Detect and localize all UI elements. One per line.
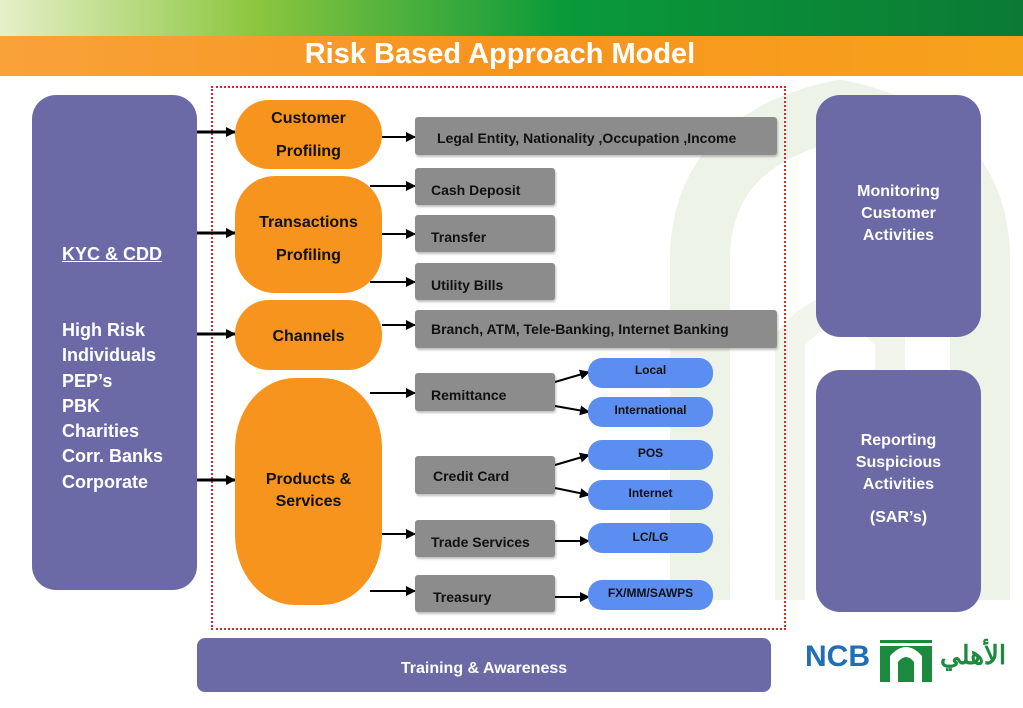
products-services-node: Products & Services: [235, 378, 382, 605]
panel-line: Reporting: [860, 432, 937, 449]
arrow: [554, 487, 590, 499]
model-frame: [211, 86, 786, 630]
international-pill: International: [588, 397, 713, 427]
legal-entity-box: Legal Entity, Nationality ,Occupation ,I…: [415, 117, 777, 155]
list-item: Charities: [62, 421, 140, 442]
ncb-logo-text: NCB: [805, 640, 870, 673]
page-title: Risk Based Approach Model: [304, 38, 696, 70]
credit-card-box: Credit Card: [415, 456, 555, 494]
list-item: Individuals: [62, 345, 157, 366]
node-label: Profiling: [276, 247, 341, 264]
ncb-logo-arabic: الأهلي: [940, 640, 1007, 670]
node-label: Channels: [272, 328, 345, 345]
arrow: [554, 405, 590, 416]
kyc-cdd-heading: KYC & CDD: [62, 244, 163, 264]
treasury-box: Treasury: [415, 575, 555, 612]
kyc-cdd-panel: [32, 95, 197, 590]
reporting-panel: Reporting Suspicious Activities (SAR’s): [816, 370, 981, 612]
reporting-text: Reporting Suspicious Activities (SAR’s): [816, 430, 981, 529]
monitoring-panel: Monitoring Customer Activities: [816, 95, 981, 337]
cash-deposit-box: Cash Deposit: [415, 168, 555, 205]
lc-lg-pill: LC/LG: [588, 523, 713, 553]
box-label: Remittance: [431, 387, 507, 403]
box-label: Transfer: [431, 229, 487, 245]
ncb-emblem-icon: [880, 634, 932, 682]
fx-mm-sawps-pill: FX/MM/SAWPS: [588, 580, 713, 610]
utility-bills-box: Utility Bills: [415, 263, 555, 300]
transactions-profiling-node: Transactions Profiling: [235, 176, 382, 293]
panel-line: Activities: [862, 227, 935, 244]
box-label: Cash Deposit: [431, 182, 521, 198]
node-label: Profiling: [276, 143, 341, 160]
list-item: PBK: [62, 395, 101, 416]
panel-line: Activities: [862, 476, 935, 493]
box-label: Utility Bills: [431, 277, 504, 293]
monitoring-text: Monitoring Customer Activities: [816, 181, 981, 247]
high-risk-list: High Risk Individuals PEP’s PBK Charitie…: [62, 318, 163, 495]
arrow: [554, 452, 590, 466]
local-pill: Local: [588, 358, 713, 388]
trade-services-box: Trade Services: [415, 520, 555, 557]
panel-line: Suspicious: [855, 454, 942, 471]
internet-pill: Internet: [588, 480, 713, 510]
node-label: Services: [275, 493, 342, 510]
sars-label: (SAR’s): [869, 509, 928, 526]
branch-atm-box: Branch, ATM, Tele-Banking, Internet Bank…: [415, 310, 777, 348]
node-label: Customer: [271, 110, 346, 127]
top-gradient-bar: [0, 0, 1023, 36]
box-label: Branch, ATM, Tele-Banking, Internet Bank…: [431, 321, 729, 337]
remittance-box: Remittance: [415, 373, 555, 411]
box-label: Credit Card: [433, 468, 510, 484]
arrow: [554, 369, 590, 383]
box-label: Legal Entity, Nationality ,Occupation ,I…: [437, 130, 737, 146]
panel-line: Monitoring: [857, 183, 940, 200]
box-label: Treasury: [433, 589, 492, 605]
pos-pill: POS: [588, 440, 713, 470]
list-item: Corporate: [62, 471, 149, 492]
channels-node: Channels: [235, 300, 382, 370]
list-item: High Risk: [62, 320, 146, 340]
list-item: Corr. Banks: [62, 446, 164, 467]
customer-profiling-node: Customer Profiling: [235, 100, 382, 169]
list-item: PEP’s: [62, 370, 113, 391]
panel-line: Customer: [861, 205, 936, 222]
node-label: Products &: [265, 471, 352, 488]
box-label: Trade Services: [431, 534, 530, 550]
title-bar: [0, 36, 1023, 76]
training-awareness-bar: Training & Awareness: [197, 638, 771, 692]
node-label: Transactions: [259, 214, 358, 231]
transfer-box: Transfer: [415, 215, 555, 252]
